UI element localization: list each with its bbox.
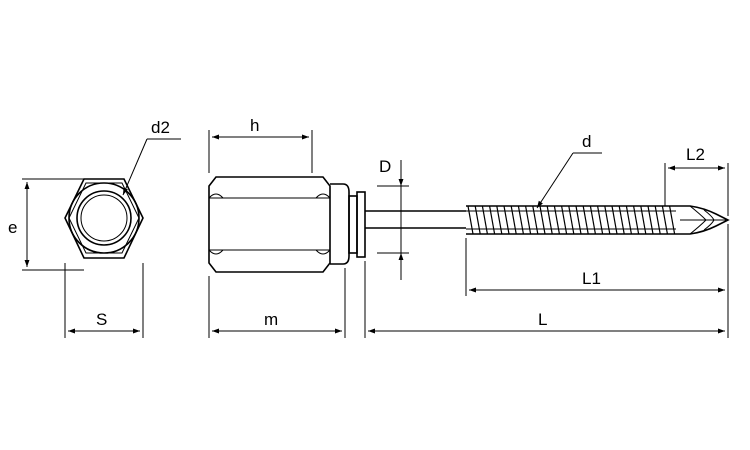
thread-crest-line [661,205,668,235]
dimension-L: L [364,261,725,338]
thread-crest-line [633,205,640,235]
thread-crest-line [553,205,560,235]
dimension-L2: L2 [664,145,729,216]
thread-crest-line [561,205,568,235]
dimension-m: m [208,268,346,338]
thread-crest-line [654,205,661,235]
label-d: d [582,132,591,151]
thread-crest-line [489,205,496,235]
label-h: h [250,116,259,135]
thread-crest-line [647,205,654,235]
screw-thread [466,205,676,235]
thread-crest-line [669,205,676,235]
dimension-D: D [377,157,409,280]
thread-crest-line [481,205,488,235]
label-e: e [8,218,17,237]
leader-d: d [536,132,602,209]
label-D: D [379,157,391,176]
label-L2: L2 [686,145,705,164]
screw-shank [365,210,466,229]
thread-crest-line [517,205,524,235]
thread-crest-line [625,205,632,235]
label-m: m [264,310,278,329]
label-d2: d2 [151,118,170,137]
dimension-L1: L1 [465,224,729,338]
thread-crest-line [539,205,546,235]
thread-crest-line [467,205,474,235]
thread-crest-line [568,205,575,235]
label-S: S [96,310,107,329]
thread-crest-line [525,205,532,235]
drill-point [676,205,730,235]
leader-d2: d2 [122,118,181,196]
thread-crest-line [503,205,510,235]
thread-crest-line [640,205,647,235]
thread-crest-line [510,205,517,235]
thread-crest-line [582,205,589,235]
thread-crest-line [618,205,625,235]
nut-side-view [208,176,350,273]
thread-crest-line [496,205,503,235]
nut-end-view [64,178,144,259]
washer [348,191,366,258]
thread-crest-line [597,205,604,235]
thread-crest-line [474,205,481,235]
thread-crest-line [575,205,582,235]
thread-crest-line [611,205,618,235]
label-L1: L1 [582,269,601,288]
label-L: L [538,310,547,329]
thread-crest-line [589,205,596,235]
dimension-S: S [64,263,144,338]
thread-crest-line [604,205,611,235]
dimension-e: e [8,178,84,271]
dimension-h: h [208,116,313,173]
thread-crest-line [546,205,553,235]
thread-crest-line [532,205,539,235]
